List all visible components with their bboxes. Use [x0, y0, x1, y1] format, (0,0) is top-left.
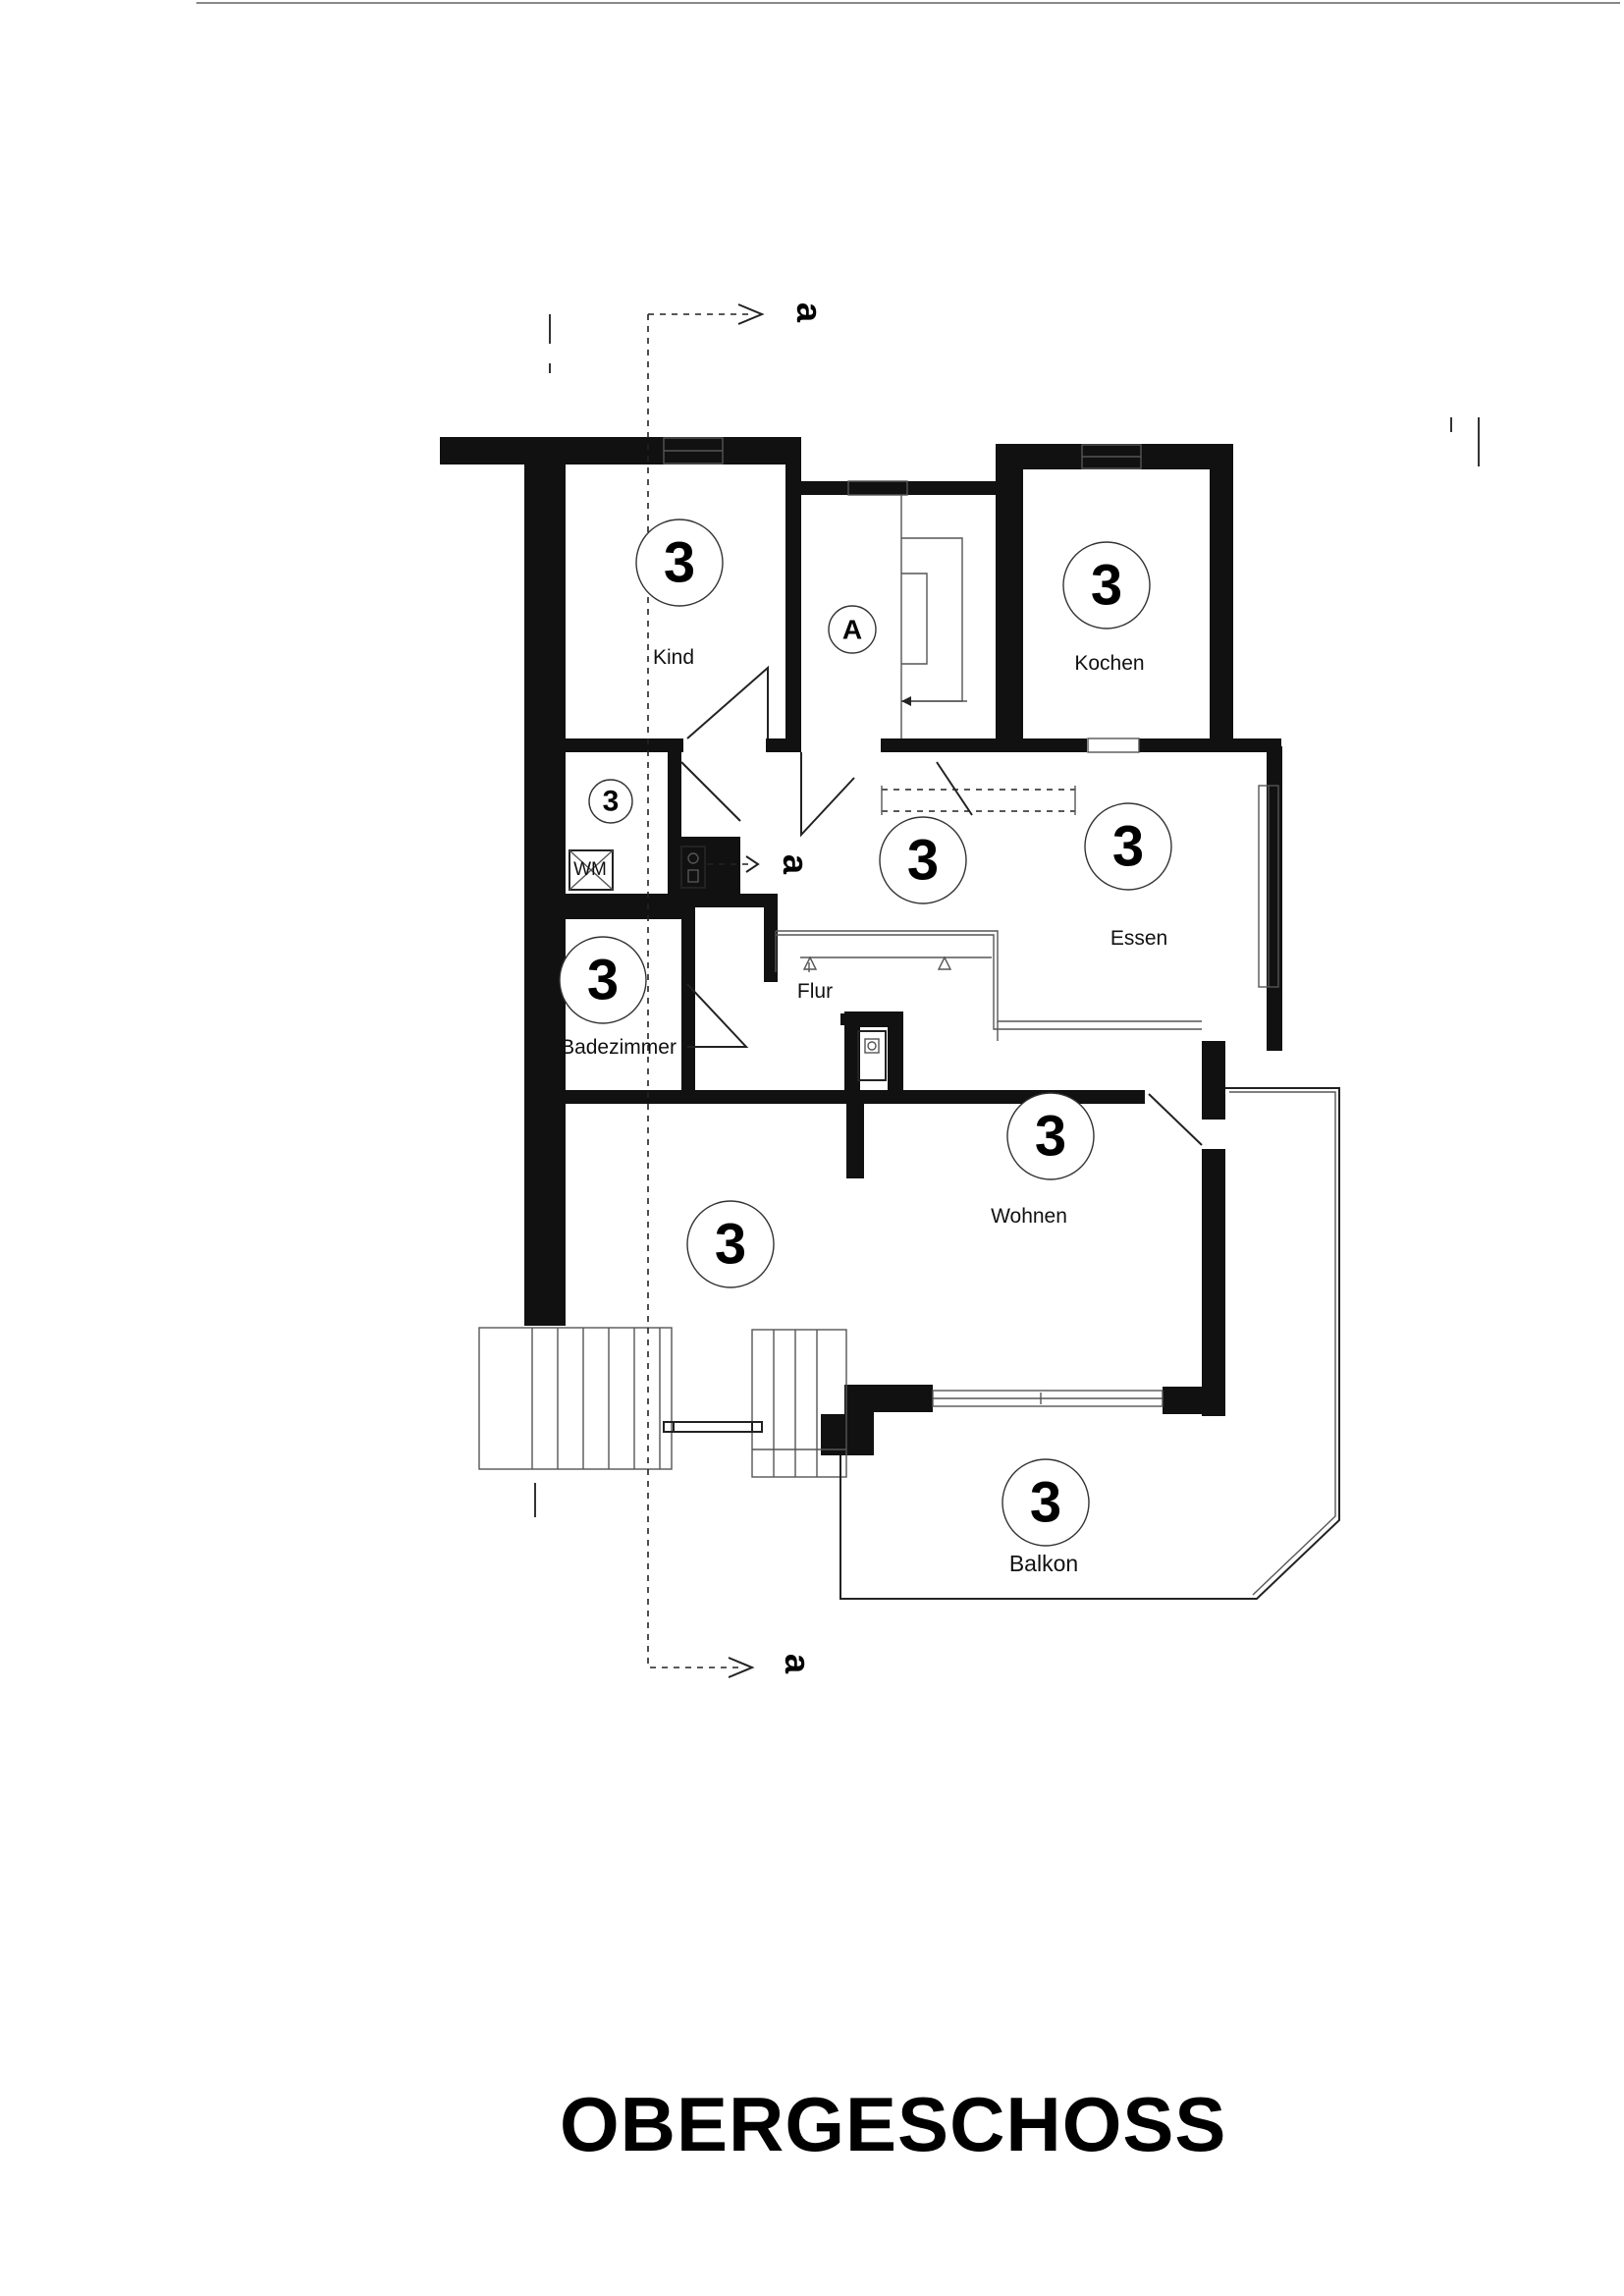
- room-badezimmer: 3 Badezimmer: [559, 936, 677, 1059]
- section-marker-top: a: [789, 302, 830, 323]
- stairwell: [900, 495, 967, 738]
- room-label-flur: Flur: [797, 980, 833, 1003]
- room-stair: A: [828, 605, 877, 654]
- room-label-essen: Essen: [1110, 927, 1167, 950]
- room-essen: 3 Essen: [1084, 802, 1172, 950]
- room-label-balkon: Balkon: [1009, 1551, 1078, 1576]
- room-utility: 3 WM: [573, 779, 633, 880]
- room-number-kind: 3: [664, 531, 695, 595]
- balkon-outline: [839, 1087, 1340, 1600]
- room-flur: Flur: [797, 980, 833, 1003]
- section-marker-middle: a: [776, 854, 816, 875]
- room-number-essen: 3: [1112, 815, 1144, 879]
- hall-outline: [775, 786, 1202, 1041]
- room-number-balkon: 3: [1030, 1471, 1061, 1535]
- room-label-kind: Kind: [653, 646, 694, 669]
- utility-fixtures: [568, 846, 903, 1081]
- room-label-wohnen: Wohnen: [991, 1205, 1067, 1228]
- room-number-wohnen: 3: [1035, 1105, 1066, 1169]
- room-number-utility: 3: [603, 786, 620, 818]
- room-number-living-west: 3: [715, 1213, 746, 1277]
- section-line: [647, 303, 765, 1678]
- door-swings: [680, 665, 1203, 1146]
- room-number-badezimmer: 3: [587, 949, 619, 1012]
- room-number-stair: A: [842, 615, 862, 645]
- room-kind: 3 Kind: [635, 519, 724, 669]
- room-label-kochen: Kochen: [1074, 652, 1144, 675]
- room-kochen: 3 Kochen: [1062, 541, 1151, 675]
- room-number-kochen: 3: [1091, 554, 1122, 618]
- room-label-wm: WM: [573, 859, 607, 880]
- windows: [663, 437, 1279, 1407]
- room-balkon: 3 Balkon: [1001, 1458, 1090, 1576]
- room-living-west: 3: [686, 1200, 775, 1288]
- section-marker-bottom: a: [778, 1654, 818, 1674]
- floor-title: OBERGESCHOSS: [560, 2081, 1227, 2167]
- exterior-stairs: [478, 1327, 847, 1478]
- room-wohnen: 3 Wohnen: [991, 1092, 1095, 1228]
- room-number-hall: 3: [907, 829, 939, 893]
- room-hall: 3: [879, 816, 967, 904]
- room-label-badezimmer: Badezimmer: [561, 1036, 677, 1059]
